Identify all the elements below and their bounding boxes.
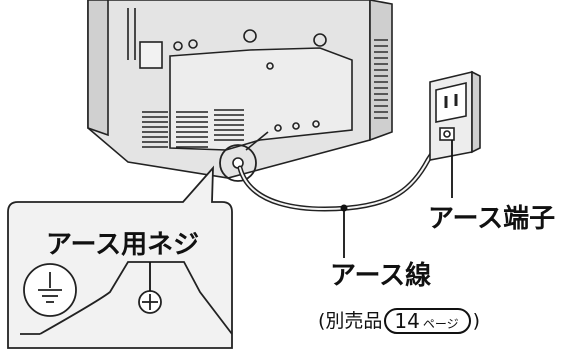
sold-separately-close: ) bbox=[472, 309, 481, 332]
ground-terminal-label: アース端子 bbox=[428, 204, 556, 234]
ground-symbol-icon bbox=[23, 263, 77, 317]
wire-marker-dot bbox=[340, 204, 348, 212]
appliance-body bbox=[87, 0, 393, 179]
page-unit: ページ bbox=[422, 317, 459, 331]
sold-separately-note: (別売品 14 ページ ) bbox=[318, 308, 480, 334]
wall-outlet-icon bbox=[429, 70, 481, 161]
page-number: 14 bbox=[394, 309, 420, 333]
sold-separately-text: (別売品 bbox=[318, 309, 383, 332]
ground-screw-label: アース用ネジ bbox=[46, 230, 200, 260]
page-reference-badge: 14 ページ bbox=[384, 308, 471, 334]
screw-icon bbox=[138, 290, 162, 314]
ground-wire-label: アース線 bbox=[330, 261, 432, 291]
